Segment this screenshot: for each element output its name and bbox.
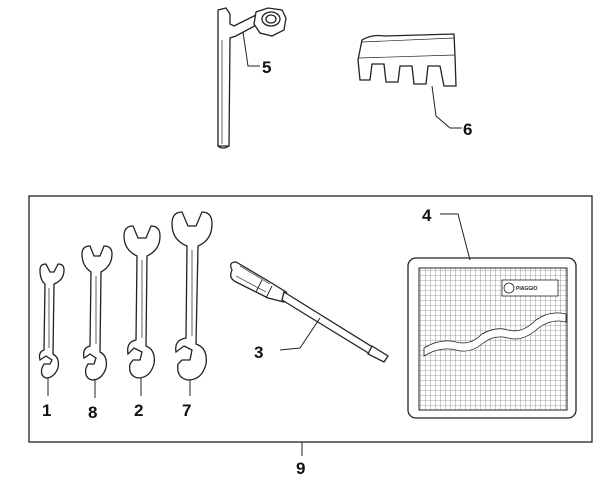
callout-number-7: 7: [182, 401, 191, 420]
pouch-brand-badge: [501, 279, 559, 297]
callout-8: 8: [88, 380, 97, 422]
callout-number-1: 1: [42, 401, 51, 420]
pouch-seam: [423, 312, 567, 357]
open-end-wrench-7: [171, 211, 213, 381]
callout-number-3: 3: [254, 343, 263, 362]
callout-number-5: 5: [262, 58, 271, 77]
callout-number-2: 2: [134, 401, 143, 420]
callout-2: 2: [134, 378, 143, 420]
pouch-brand-text: PIAGGIO: [516, 286, 538, 292]
l-socket-wrench: [217, 7, 287, 149]
callout-5: 5: [242, 31, 271, 77]
toothed-scraper: [357, 33, 457, 87]
open-end-wrench-8: [81, 245, 113, 381]
tool-pouch: PIAGGIO: [407, 257, 577, 419]
screwdriver: [230, 261, 389, 363]
pouch-logo-icon: [503, 282, 515, 294]
callout-3: 3: [254, 317, 321, 362]
callout-1: 1: [42, 378, 51, 420]
open-end-wrench-2: [123, 225, 161, 379]
open-end-wrench-1: [38, 263, 65, 379]
callout-4: 4: [422, 206, 471, 261]
tool-kit-outline: [28, 195, 593, 443]
callout-number-4: 4: [422, 206, 432, 225]
callout-number-8: 8: [88, 403, 97, 422]
callout-7: 7: [182, 380, 191, 420]
callout-6: 6: [431, 85, 472, 139]
callout-9: 9: [296, 442, 305, 478]
callout-number-6: 6: [463, 120, 472, 139]
callout-number-9: 9: [296, 459, 305, 478]
